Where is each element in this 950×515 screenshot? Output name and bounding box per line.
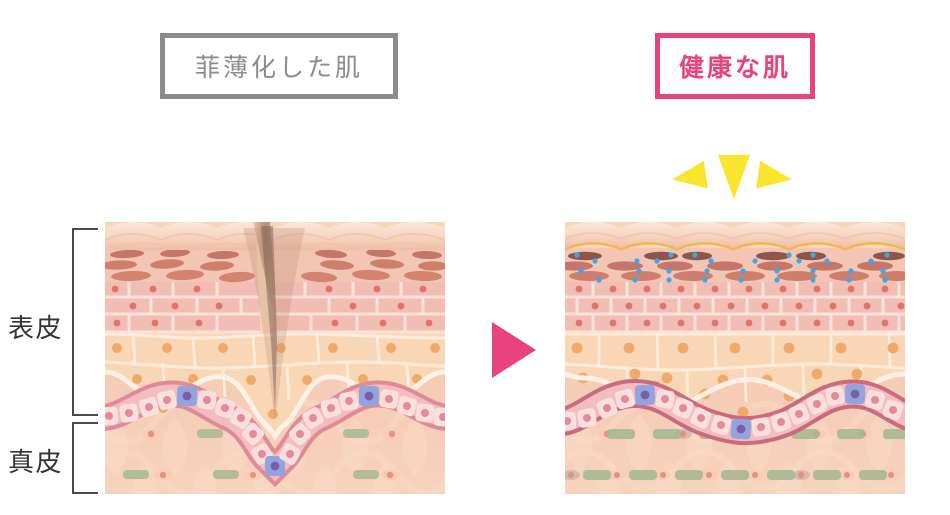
- title-label-thinned-skin: 菲薄化した肌: [194, 53, 363, 82]
- layer-label-epidermis: 表皮: [8, 314, 64, 344]
- sparkle-ray-right: [756, 160, 794, 194]
- bracket-dermis: [72, 422, 98, 494]
- bracket-epidermis: [72, 228, 98, 416]
- layer-label-dermis: 真皮: [8, 448, 64, 478]
- sparkle-icon: [670, 155, 794, 201]
- title-box-thinned-skin: 菲薄化した肌: [160, 33, 398, 99]
- title-box-healthy-skin: 健康な肌: [655, 33, 815, 99]
- title-label-healthy-skin: 健康な肌: [678, 53, 791, 82]
- sparkle-ray-middle: [718, 155, 750, 199]
- skin-cross-section-thinned: [105, 222, 445, 494]
- transition-arrow-icon: [492, 322, 536, 378]
- sparkle-ray-left: [670, 160, 708, 194]
- skin-cross-section-healthy: [565, 222, 905, 494]
